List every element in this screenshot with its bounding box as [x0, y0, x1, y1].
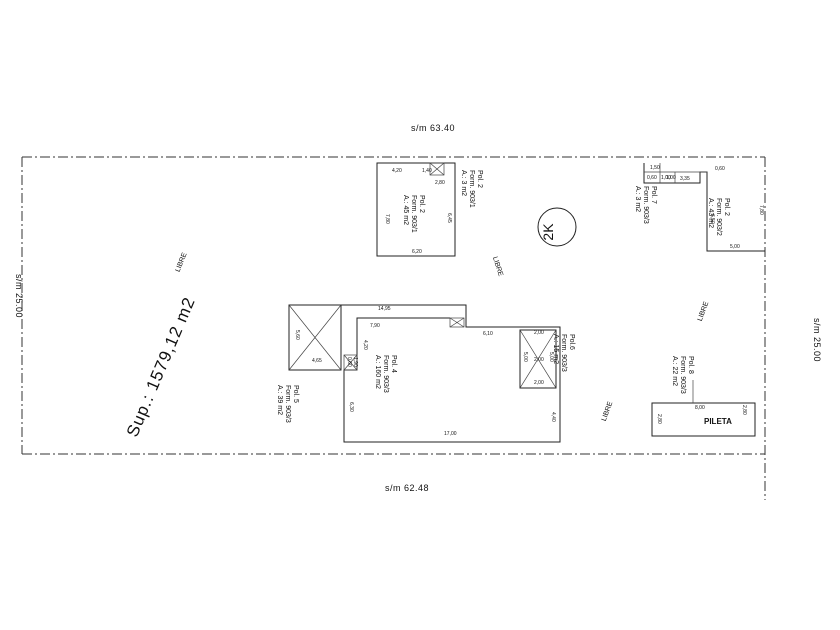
- pol2a-dim-bottom: 6,20: [412, 249, 422, 255]
- pol5-labels: Pol. 5 Form. 903/3 A.: 39 m2: [276, 385, 299, 423]
- pol6-dim-right: 5,00: [548, 352, 554, 362]
- libre-label-top: LIBRE: [491, 256, 504, 278]
- pol7-dim-c: 0,60: [647, 175, 657, 181]
- pol2a-dim-inner: 2,80: [435, 180, 445, 186]
- pol4-name: Pol. 4: [390, 355, 397, 373]
- pol8-form: Form. 903/3: [679, 356, 686, 394]
- pol6-form: Form. 903/3: [560, 334, 567, 372]
- pol8-dim-left: 2,80: [656, 414, 662, 424]
- pol2a-dim-right: 6,45: [446, 213, 452, 223]
- pol4-area: A.: 160 m2: [374, 355, 381, 389]
- building-pol2-right: 1,50 1,00 0,60 1,00 3,35 7,80 6,50 5,00 …: [643, 163, 765, 252]
- pol2c-form: Form. 903/2: [715, 198, 722, 236]
- pol6-dim-top: 2,00: [534, 330, 544, 336]
- pol7-labels: Pol. 7 Form. 903/3 A.: 3 m2: [634, 186, 657, 224]
- pol7-name: Pol. 7: [650, 186, 657, 204]
- zone-marker: 2K: [537, 207, 577, 247]
- pol5-dim-left: 5,60: [294, 330, 300, 340]
- boundary-top-label: s/m 63.40: [411, 123, 455, 133]
- pool-label: PILETA: [704, 417, 732, 426]
- pol7-dim-a: 1,50: [650, 165, 660, 171]
- pol5-name: Pol. 5: [292, 385, 299, 403]
- pol8-name: Pol. 8: [687, 356, 694, 374]
- pol2c-area: A.: 43 m2: [707, 198, 714, 228]
- pol2b-form: Form. 903/1: [468, 170, 475, 208]
- libre-label-right: LIBRE: [697, 300, 711, 322]
- pol8-dim-top: 8,00: [695, 405, 705, 411]
- pol2b-area: A.: 3 m2: [460, 170, 467, 196]
- pol2c-dim-left: 6,50: [709, 214, 715, 224]
- pol7-dim-b: 1,00: [666, 175, 676, 181]
- pool-pol8: 8,00 2,80 2,80 PILETA: [651, 380, 756, 437]
- pol4-dim-lower-left: 6,30: [348, 402, 354, 412]
- pol2a-name: Pol. 2: [418, 195, 425, 213]
- building-main: 14,95 7,90 4,20 6,10 17,00 4,40 6,30 0,6…: [288, 304, 561, 443]
- pol6-labels: Pol.6 Form. 903/3 A.: 15 m2: [552, 334, 575, 372]
- libre-label-left: LIBRE: [175, 251, 189, 273]
- pol7-area: A.: 3 m2: [634, 186, 641, 212]
- pol6-dim-left: 5,00: [522, 352, 528, 362]
- pol4-dim-bottom: 17,00: [444, 431, 457, 437]
- pol8-dim-right: 2,80: [741, 405, 747, 415]
- pol2a-form: Form. 903/1: [410, 195, 417, 233]
- pol4-dim-small-b: 1,90: [352, 357, 358, 367]
- pol5-area: A.: 39 m2: [276, 385, 283, 415]
- pol5-form: Form. 903/3: [284, 385, 291, 423]
- property-boundary: [21, 156, 766, 500]
- pol4-dim-small-a: 0,60: [346, 357, 352, 367]
- pol2a-dim-left: 7,80: [384, 214, 390, 224]
- boundary-left-label: s/m 25.00: [14, 274, 24, 318]
- pol2c-labels: Pol. 2 Form. 903/2 A.: 43 m2: [707, 198, 730, 236]
- pol4-dim-step: 6,10: [483, 331, 493, 337]
- pol2b-labels: Pol. 2 Form. 903/1 A.: 3 m2: [460, 170, 483, 208]
- pol5-dim-bottom: 4,65: [312, 358, 322, 364]
- pol2c-dim-bottom: 5,00: [730, 244, 740, 250]
- pol8-area: A.: 22 m2: [671, 356, 678, 386]
- pol7-form: Form. 903/3: [642, 186, 649, 224]
- pol2c-dim-small: 0,60: [715, 166, 725, 172]
- pol4-dim-left: 4,20: [362, 340, 368, 350]
- pol7-dim-d: 1,00: [661, 175, 671, 181]
- pol4-dim-inner-top: 7,90: [370, 323, 380, 329]
- pol2a-area: A.: 45 m2: [402, 195, 409, 225]
- pol2c-dim-right: 7,80: [758, 205, 764, 215]
- boundary-right-label: s/m 25.00: [812, 318, 822, 362]
- pol4-labels: Pol. 4 Form. 903/3 A.: 160 m2: [374, 355, 397, 393]
- pol2a-dim-small: 1,40: [422, 168, 432, 174]
- pol6-dim-bottom: 2,00: [534, 380, 544, 386]
- pol2c-dim-top: 3,35: [680, 176, 690, 182]
- pol4-dim-top: 14,95: [378, 306, 391, 312]
- building-pol2-top: 4,20 7,80 6,20 6,45 2,80 1,40 Pol. 2 For…: [376, 162, 456, 257]
- pol6-name: Pol.6: [568, 334, 575, 350]
- zone-label: 2K: [540, 223, 556, 241]
- libre-label-bottom: LIBRE: [601, 400, 615, 422]
- pol2b-name: Pol. 2: [476, 170, 483, 188]
- pol4-form: Form. 903/3: [382, 355, 389, 393]
- pol8-labels: Pol. 8 Form. 903/3 A.: 22 m2: [671, 356, 694, 394]
- pol4-dim-right: 4,40: [550, 412, 556, 422]
- pol6-dim-mid: 2,00: [534, 357, 544, 363]
- surface-area-label: Sup.: 1579,12 m2: [123, 294, 199, 440]
- pol2a-dim-top: 4,20: [392, 168, 402, 174]
- pol6-area: A.: 15 m2: [552, 334, 559, 364]
- pol2c-name: Pol. 2: [723, 198, 730, 216]
- boundary-bottom-label: s/m 62.48: [385, 483, 429, 493]
